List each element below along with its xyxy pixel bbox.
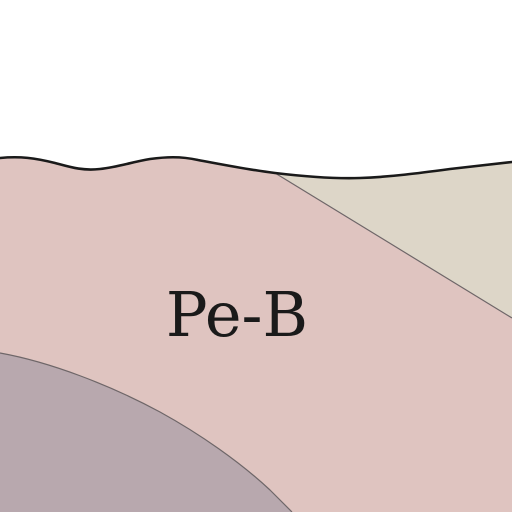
ground-surface-line <box>0 155 512 180</box>
purple-rock-unit <box>0 353 292 512</box>
purple-contact-line <box>0 352 293 512</box>
beige-rock-unit <box>275 162 512 318</box>
unit-label-text: Pe-B <box>166 278 308 351</box>
beige-contact-line <box>274 172 512 319</box>
